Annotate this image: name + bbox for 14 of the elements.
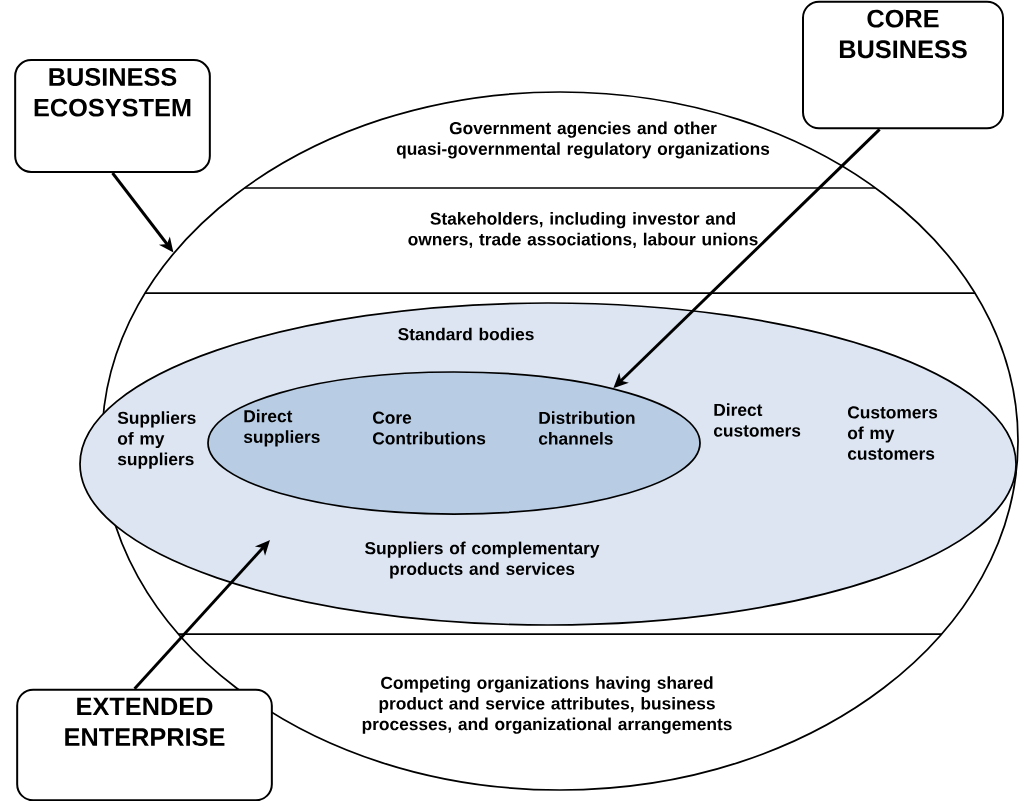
region-label: Direct suppliers — [243, 409, 320, 447]
label-box: EXTENDED ENTERPRISE — [16, 688, 273, 801]
region-label: Distribution channels — [538, 411, 635, 445]
band-label: Government agencies and other quasi-governmental regulatory organizations — [396, 121, 770, 159]
band-label: Stakeholders, including investor and owners, trade associations, labour unions — [408, 212, 758, 248]
region-label: Core Contributions — [373, 411, 486, 445]
region-label: Customers of my customers — [847, 406, 938, 460]
region-label: Suppliers of complementary products and services — [365, 541, 600, 579]
region-label: Direct customers — [713, 403, 801, 437]
band-label: Competing organizations having shared product and service attributes, business processes, and organizational arrangements — [362, 676, 732, 734]
label-box: BUSINESS ECOSYSTEM — [14, 59, 211, 173]
region-label: Standard bodies — [398, 327, 534, 341]
region-label: Suppliers of my suppliers — [117, 411, 196, 469]
label-box: CORE BUSINESS — [802, 0, 1004, 130]
